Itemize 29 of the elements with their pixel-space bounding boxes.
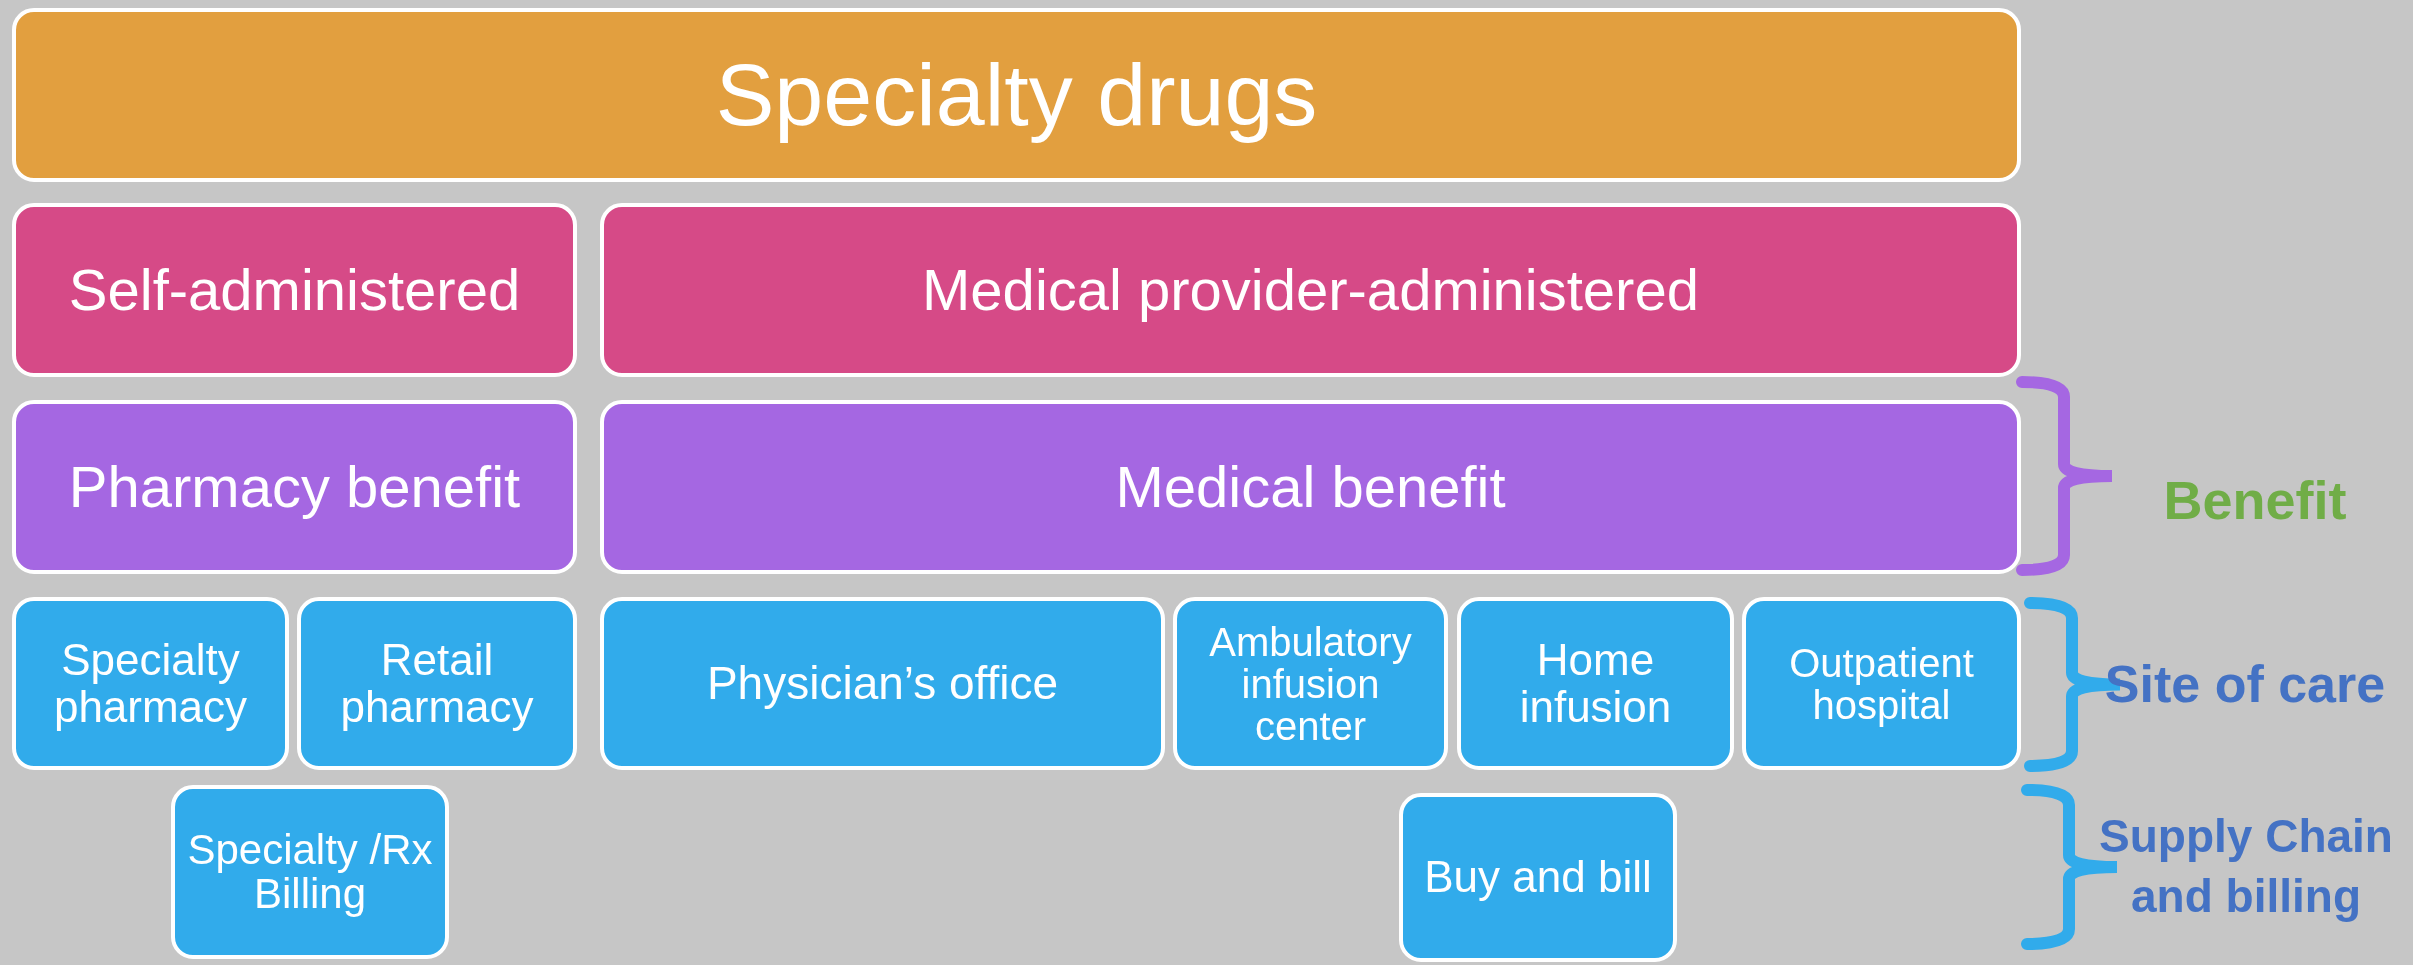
site-box	[12, 597, 289, 770]
site-box	[1399, 793, 1677, 962]
category-box	[600, 203, 2021, 377]
category-box	[12, 203, 577, 377]
site-box	[297, 597, 577, 770]
bracket-label: Benefit	[2162, 468, 2348, 532]
benefit-box	[600, 400, 2021, 574]
box-label: Buy and bill	[1424, 854, 1652, 901]
box-label: Medical benefit	[1115, 456, 1506, 518]
bracket-label: Site of care	[2103, 654, 2387, 716]
box-label: Pharmacy benefit	[68, 456, 521, 518]
site-box	[1742, 597, 2021, 770]
box-label: Specialty /Rx Billing	[186, 827, 434, 917]
box-label: Ambulatory infusion center	[1208, 620, 1413, 747]
site-box	[1457, 597, 1734, 770]
box-label: Medical provider-administered	[922, 259, 1699, 321]
box-label: Home infusion	[1518, 637, 1673, 730]
bracket-label: Supply Chain and billing	[2098, 809, 2394, 924]
benefit-box	[12, 400, 577, 574]
site-box	[600, 597, 1165, 770]
site-box	[1173, 597, 1448, 770]
title-banner	[12, 8, 2021, 182]
box-label: Self-administered	[68, 259, 521, 321]
box-label: Physician’s office	[706, 659, 1059, 708]
site-box	[171, 785, 449, 959]
box-label: Retail pharmacy	[339, 637, 535, 730]
box-label: Specialty drugs	[715, 48, 1318, 142]
box-label: Specialty pharmacy	[52, 637, 249, 730]
box-label: Outpatient hospital	[1788, 641, 1975, 726]
